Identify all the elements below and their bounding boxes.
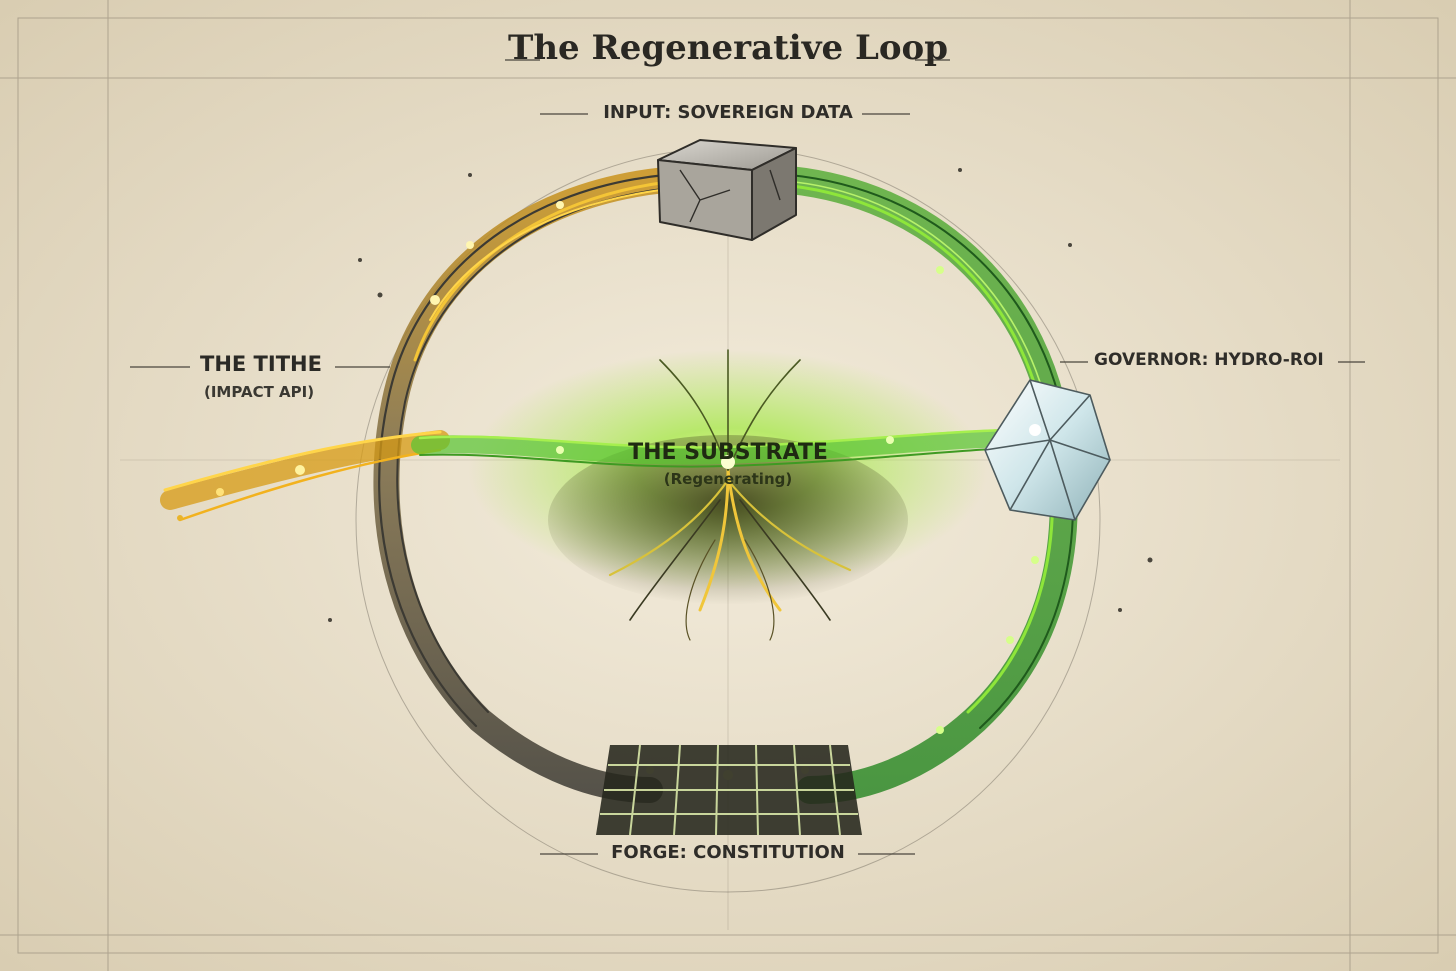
substrate-node-sublabel: (Regenerating): [600, 470, 856, 488]
governor-node-label: GOVERNOR: HYDRO-ROI: [1094, 350, 1324, 370]
grid-lattice-icon: [596, 745, 862, 835]
input-node-label: INPUT: SOVEREIGN DATA: [0, 102, 1456, 123]
forge-node-label: FORGE: CONSTITUTION: [0, 842, 1456, 863]
substrate-node-label: THE SUBSTRATE: [600, 440, 856, 465]
tithe-node-label: THE TITHE: [200, 352, 322, 376]
stone-cube-icon: [658, 140, 796, 240]
diagram-title: The Regenerative Loop: [0, 28, 1456, 68]
tithe-node-sublabel: (IMPACT API): [204, 383, 314, 401]
